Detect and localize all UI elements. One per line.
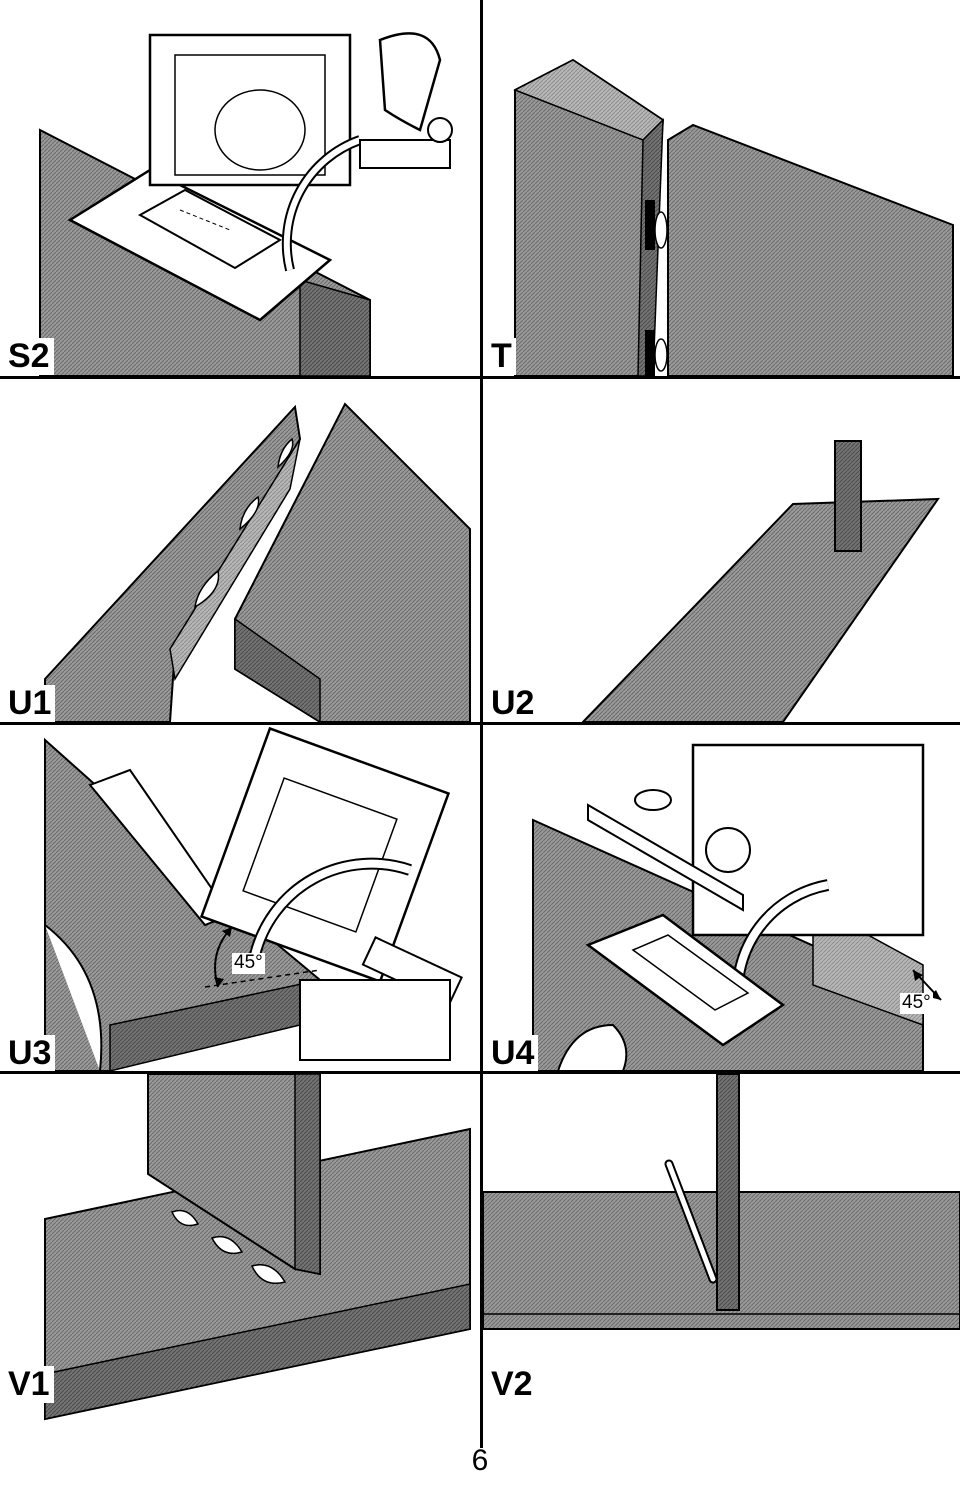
grid-row-divider-1: [0, 376, 960, 379]
u1-illustration: [44, 402, 471, 722]
grid-row-divider-3: [0, 1071, 960, 1074]
panel-v2: V2: [483, 1074, 960, 1448]
u4-illustration: [532, 743, 942, 1071]
panel-label-u4: U4: [489, 1035, 539, 1071]
panel-label-u3: U3: [6, 1035, 56, 1071]
panel-u1: U1: [0, 379, 480, 722]
panel-u3: 45° U3: [0, 725, 480, 1071]
panel-u2: U2: [483, 379, 960, 722]
t-illustration: [513, 58, 954, 376]
page-number: 6: [471, 1444, 489, 1477]
u3-illustration: [44, 726, 463, 1071]
panel-label-u2: U2: [489, 685, 539, 722]
u3-angle-label: 45°: [232, 952, 265, 974]
panel-v1: V1: [0, 1074, 480, 1448]
panel-label-t: T: [489, 338, 516, 375]
grid-row-divider-2: [0, 722, 960, 725]
panel-label-v2: V2: [489, 1366, 537, 1403]
v1-illustration: [44, 1074, 471, 1421]
u2-illustration: [581, 440, 940, 722]
panel-s2: S2: [0, 0, 480, 376]
panel-u4: 45° U4: [483, 725, 960, 1071]
panel-label-v1: V1: [6, 1366, 54, 1403]
u4-angle-label: 45°: [900, 992, 933, 1014]
v2-illustration: [483, 1074, 960, 1330]
s2-illustration: [39, 32, 453, 376]
panel-label-u1: U1: [6, 685, 56, 722]
panel-t: T: [483, 0, 960, 376]
panel-label-s2: S2: [6, 338, 54, 375]
